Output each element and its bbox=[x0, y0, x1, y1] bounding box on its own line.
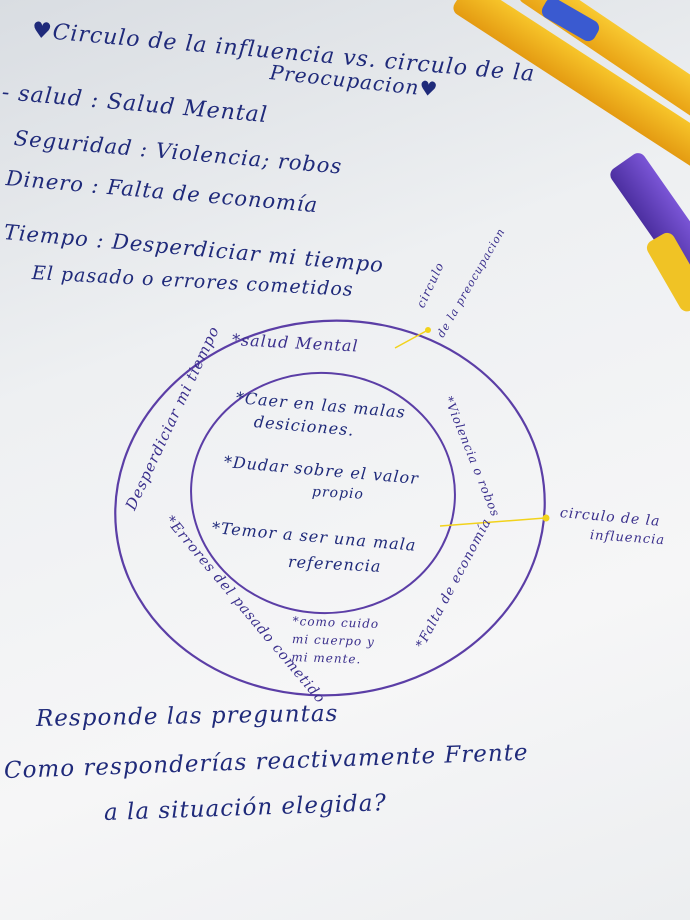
footer-line-1: Responde las preguntas bbox=[35, 700, 339, 732]
arrow-influencia bbox=[439, 517, 546, 527]
inner-item-2b: propio bbox=[311, 484, 365, 503]
outer-label-cuerpo: *como cuido mi cuerpo y mi mente. bbox=[291, 614, 380, 667]
arrow-preocupacion bbox=[394, 329, 429, 349]
outer-circle bbox=[114, 319, 546, 697]
inner-circle bbox=[190, 371, 456, 615]
